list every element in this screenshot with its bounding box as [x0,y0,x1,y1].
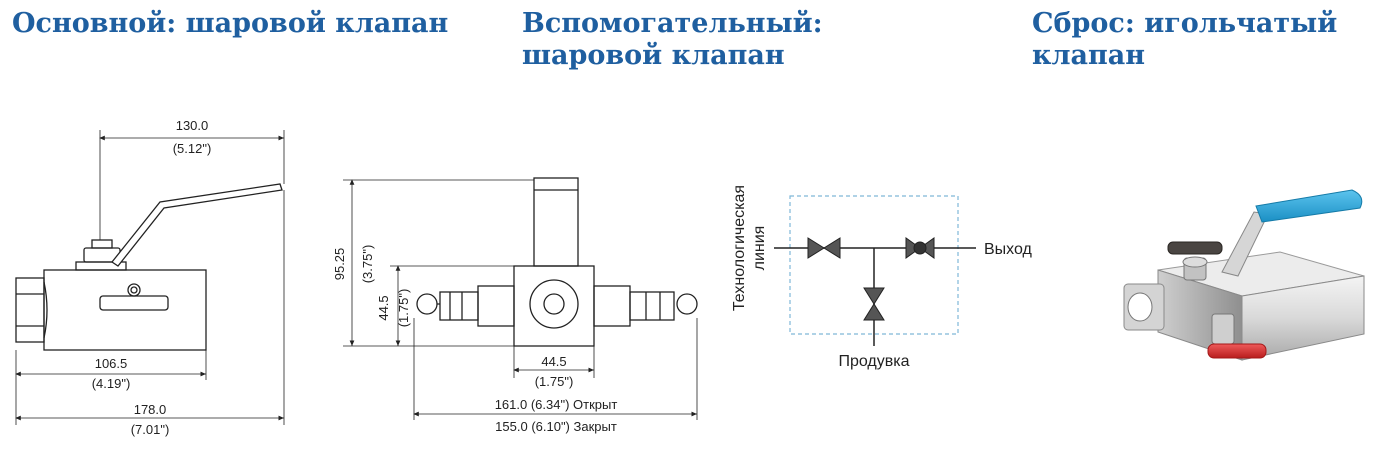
needle-handle-dark [1167,241,1223,255]
dim-height-inches: (3.75") [360,245,375,284]
drain-label: Продувка [838,353,909,370]
dim-body-value: 106.5 [95,356,128,371]
drain-valve-symbol [863,287,885,321]
process-line-label-bottom: линия [751,226,768,271]
dim-height-value: 95.25 [332,248,347,281]
top-port [533,177,579,267]
dim-total-value: 178.0 [134,402,167,417]
hex-end [15,277,45,343]
heading-main-valve: Основной: шаровой клапан [12,8,449,39]
dim-closed-length: 155.0 (6.10") Закрыт [495,419,617,434]
process-line-label-top: Технологическая [731,185,748,311]
dim-body-inches: (4.19") [92,376,131,391]
red-drain-handle [1207,343,1267,359]
central-body [513,265,595,347]
blue-ball-valve-handle [1255,189,1363,223]
dim-total-inches: (7.01") [131,422,170,437]
needle-valve-symbol [905,237,935,259]
dim-center-value: 44.5 [376,295,391,320]
heading-drain-valve: Сброс: игольчатый клапан [1032,8,1338,71]
lever-handle-side [111,183,283,267]
schematic-dashed-boundary [789,195,959,335]
dim-top-inches: (5.12") [173,141,212,156]
dim-body-width-value: 44.5 [541,354,566,369]
dim-top-value: 130.0 [176,118,209,133]
dim-open-length: 161.0 (6.34") Открыт [495,397,618,412]
flow-schematic [774,195,976,346]
side-view-drawing [15,130,285,425]
front-view-drawing [343,177,698,420]
heading-auxiliary-valve: Вспомогательный: шаровой клапан [522,8,823,71]
dim-center-inches: (1.75") [396,289,411,328]
outlet-label: Выход [984,241,1033,258]
dim-body-width-inches: (1.75") [535,374,574,389]
ball-valve-symbol [807,237,841,259]
valve-product-image [1123,189,1365,361]
